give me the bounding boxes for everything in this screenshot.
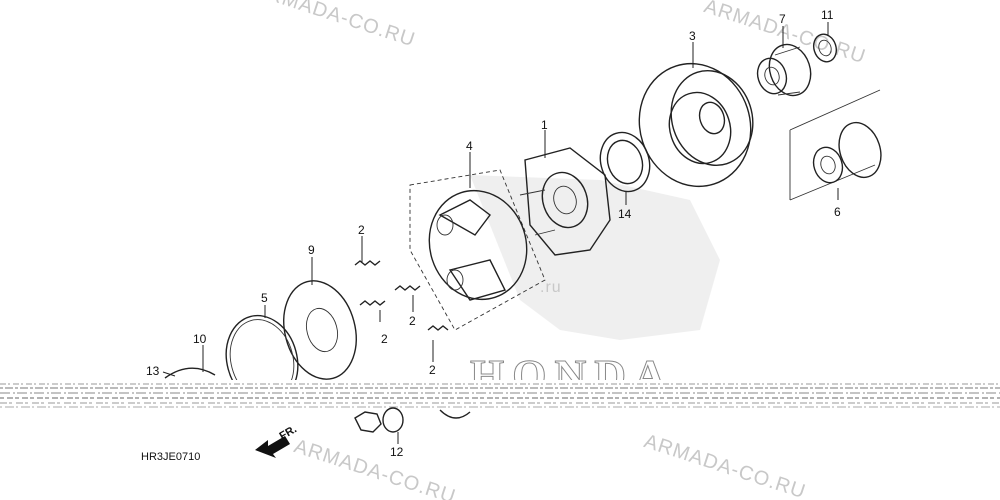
- leader-lines: [162, 22, 839, 444]
- callout-4: 4: [466, 139, 473, 153]
- diagram-code: HR3JE0710: [141, 451, 200, 463]
- watermark-bottom-right: ARMADA-CO.RU: [641, 430, 808, 500]
- watermark-center: .ru: [540, 279, 562, 296]
- watermark-right: ARMADA-CO.RU: [701, 0, 868, 68]
- callout-9: 9: [308, 243, 315, 257]
- callout-2d: 2: [429, 363, 436, 377]
- callout-14: 14: [618, 207, 632, 221]
- part-6-detail-bracket: [789, 89, 882, 201]
- callout-5: 5: [261, 291, 268, 305]
- part-12-nut-washer: [354, 407, 471, 433]
- callout-13: 13: [146, 364, 160, 378]
- part-11-washer: [812, 33, 838, 63]
- watermark-bottom: ARMADA-CO.RU: [291, 435, 458, 500]
- part-3-clutch-outer: [638, 62, 754, 188]
- part-10-13-plates: [164, 367, 216, 379]
- part-9-plate: [283, 280, 357, 380]
- callout-12: 12: [390, 445, 404, 459]
- callout-2a: 2: [358, 223, 365, 237]
- part-2-springs: [354, 260, 449, 331]
- callout-2b: 2: [381, 332, 388, 346]
- part-4-clutch-weight-assy: [409, 169, 546, 331]
- part-1-drive-plate: [519, 147, 611, 256]
- callout-6: 6: [834, 205, 841, 219]
- watermark-top: ARMADA-CO.RU: [251, 0, 418, 51]
- callout-7: 7: [779, 12, 786, 26]
- callout-10: 10: [193, 332, 207, 346]
- callout-2c: 2: [409, 314, 416, 328]
- callout-11: 11: [821, 8, 834, 22]
- scan-band: [0, 380, 1000, 410]
- part-14-one-way-clutch: [599, 131, 651, 193]
- callout-3: 3: [689, 29, 696, 43]
- front-direction-label: FR.: [278, 423, 299, 442]
- part-7-gear: [756, 43, 812, 97]
- callout-1: 1: [541, 118, 548, 132]
- wing-logo-background: [470, 175, 720, 340]
